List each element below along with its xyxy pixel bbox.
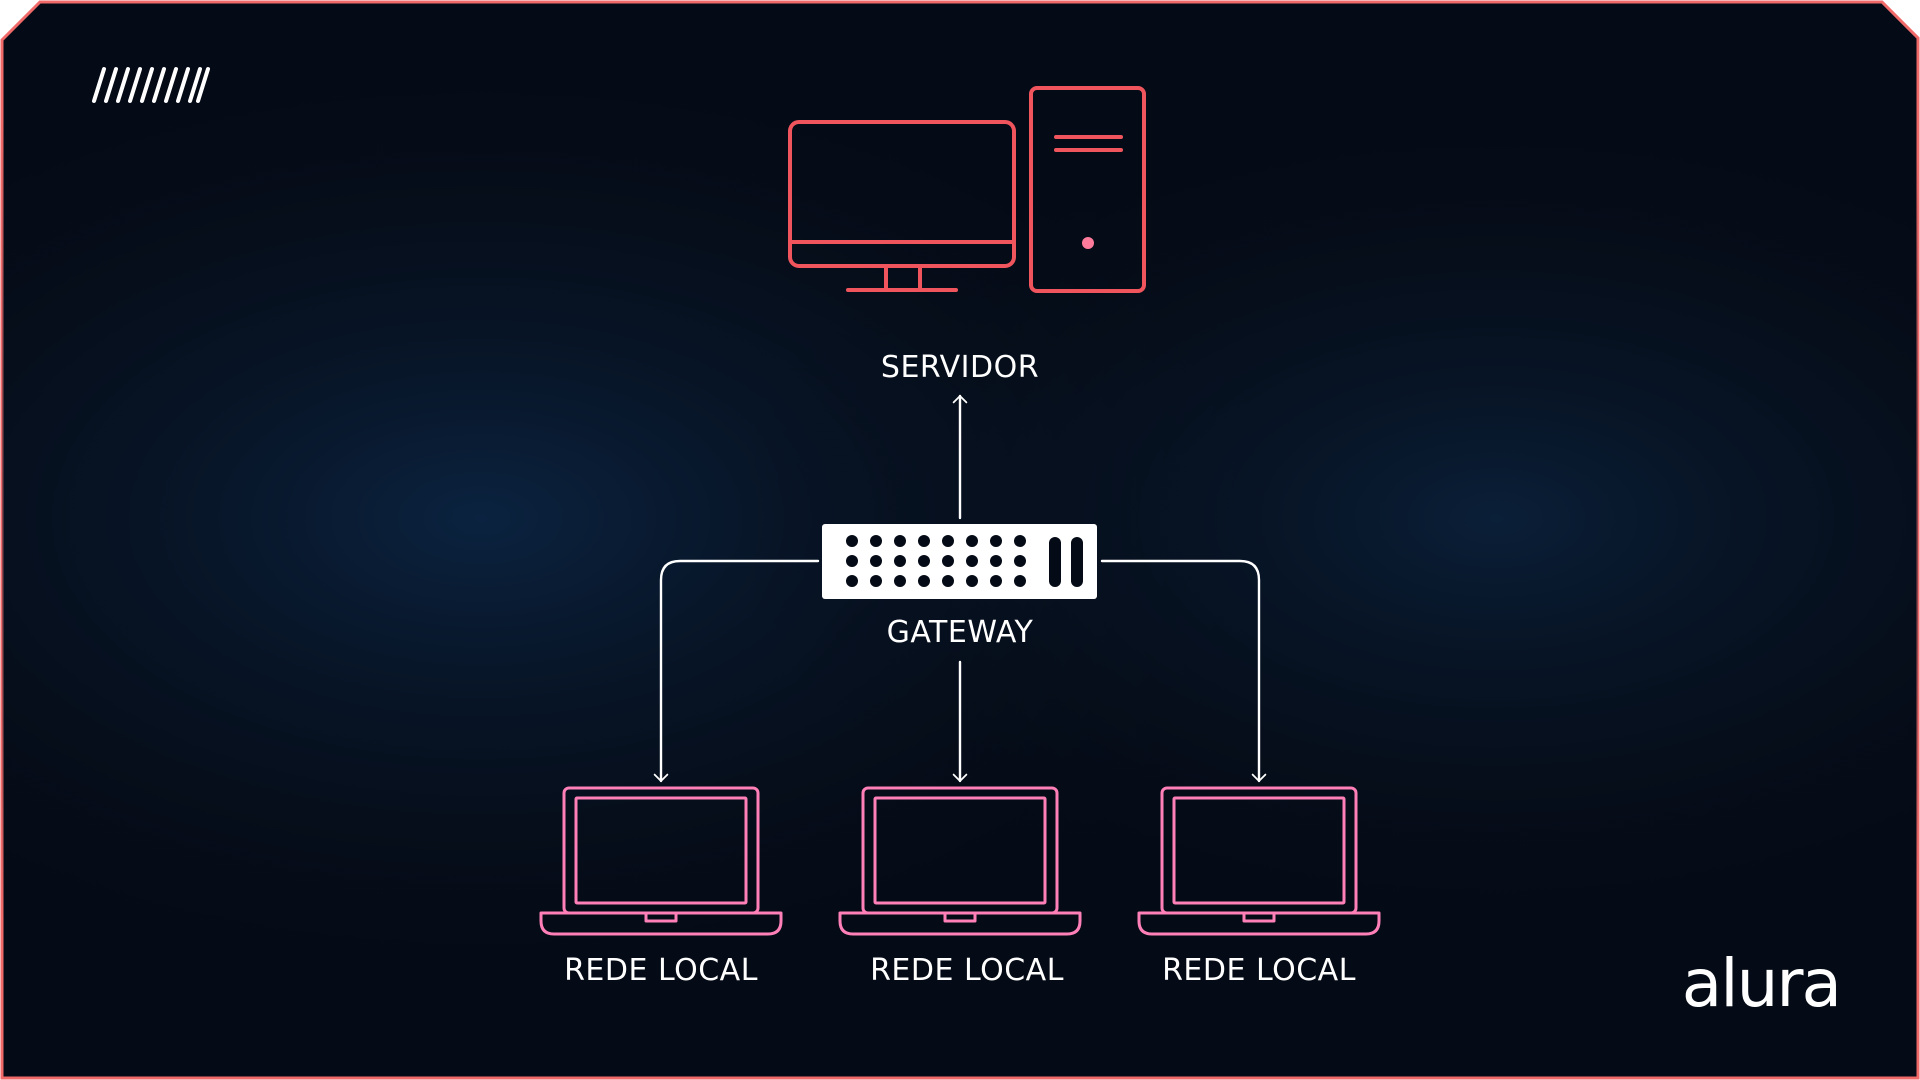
gateway-port — [990, 555, 1002, 567]
connection-arrows — [653, 394, 1267, 783]
gateway-port — [942, 555, 954, 567]
gateway-port — [966, 575, 978, 587]
server-label: SERVIDOR — [880, 350, 1040, 385]
laptop-icon-right — [1137, 786, 1381, 936]
gateway-port — [966, 555, 978, 567]
laptop-label-center: REDE LOCAL — [870, 953, 1064, 988]
arrow-gateway-to-laptop-right — [1100, 559, 1267, 783]
gateway-port — [990, 535, 1002, 547]
gateway-port — [870, 555, 882, 567]
gateway-port — [966, 535, 978, 547]
power-light — [1082, 237, 1094, 249]
gateway-port — [918, 535, 930, 547]
arrow-gateway-to-laptop-left — [653, 559, 820, 783]
laptop-icon-center — [838, 786, 1082, 936]
gateway-port — [918, 555, 930, 567]
gateway-port — [846, 575, 858, 587]
monitor-shape — [788, 120, 1016, 268]
gateway-port — [990, 575, 1002, 587]
diagonal-stripes-icon — [92, 67, 210, 103]
gateway-port — [846, 555, 858, 567]
desktop-computer-icon — [788, 86, 1146, 293]
alura-logo: alura — [1681, 945, 1842, 1022]
gateway-port — [942, 575, 954, 587]
gateway-port — [894, 555, 906, 567]
laptop-icon-left — [539, 786, 783, 936]
laptop-label-right: REDE LOCAL — [1162, 953, 1356, 988]
network-switch-icon — [822, 524, 1097, 599]
gateway-port — [894, 575, 906, 587]
gateway-port — [918, 575, 930, 587]
gateway-port — [1014, 535, 1026, 547]
gateway-port — [942, 535, 954, 547]
gateway-port — [870, 535, 882, 547]
gateway-port — [870, 575, 882, 587]
gateway-label: GATEWAY — [886, 615, 1034, 650]
gateway-port — [1014, 575, 1026, 587]
tower-shape — [1029, 86, 1146, 293]
gateway-port — [1014, 555, 1026, 567]
gateway-port — [894, 535, 906, 547]
gateway-port — [846, 535, 858, 547]
laptop-label-left: REDE LOCAL — [564, 953, 758, 988]
